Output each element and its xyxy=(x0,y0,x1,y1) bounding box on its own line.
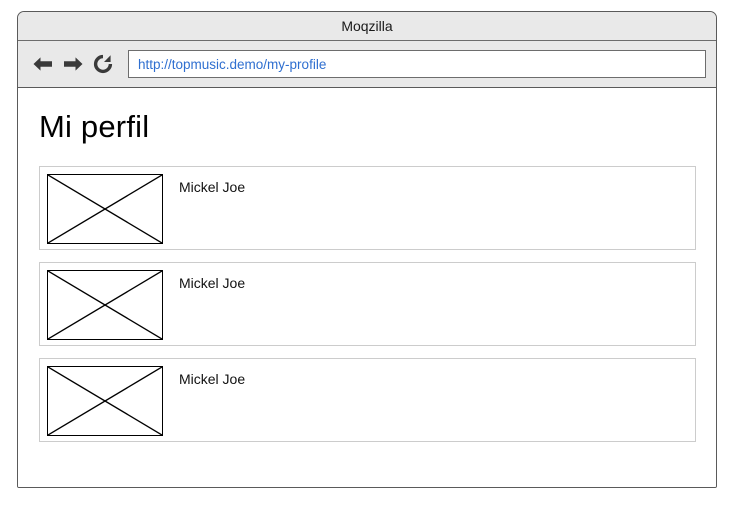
address-bar-url[interactable]: http://topmusic.demo/my-profile xyxy=(138,56,327,72)
list-item-label: Mickel Joe xyxy=(179,275,246,292)
image-placeholder-icon xyxy=(47,366,163,437)
list-item[interactable]: Mickel Joe xyxy=(39,262,696,347)
list-item-label: Mickel Joe xyxy=(179,179,246,196)
page-viewport: Mi perfil Mickel Joe Mi xyxy=(18,88,716,487)
back-arrow-icon[interactable] xyxy=(30,51,56,77)
list-item[interactable]: Mickel Joe xyxy=(39,358,696,443)
list-item-label: Mickel Joe xyxy=(179,371,246,388)
list-item[interactable]: Mickel Joe xyxy=(39,166,696,251)
forward-arrow-icon[interactable] xyxy=(60,51,86,77)
browser-toolbar: http://topmusic.demo/my-profile xyxy=(18,41,716,87)
browser-chrome: Moqzilla http://topmusic.demo/my-pr xyxy=(18,12,716,88)
reload-icon[interactable] xyxy=(90,51,116,77)
profile-list: Mickel Joe Mickel Joe xyxy=(39,166,696,443)
page-title: Mi perfil xyxy=(39,109,150,144)
address-bar[interactable]: http://topmusic.demo/my-profile xyxy=(128,50,706,78)
browser-window: Moqzilla http://topmusic.demo/my-pr xyxy=(17,11,717,488)
window-title: Moqzilla xyxy=(18,12,716,41)
image-placeholder-icon xyxy=(47,174,163,245)
image-placeholder-icon xyxy=(47,270,163,341)
